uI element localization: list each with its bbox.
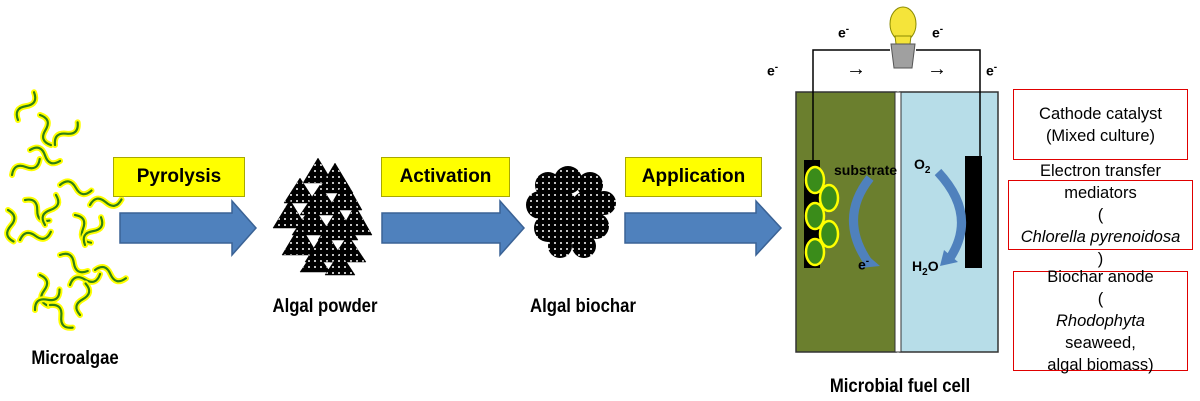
microalgae-cluster-icon bbox=[3, 90, 127, 331]
water-label: H2O bbox=[912, 258, 939, 278]
algal-powder-triangles-icon bbox=[272, 157, 373, 276]
label-microbial-fuel-cell: Microbial fuel cell bbox=[829, 376, 971, 397]
cathode-electrode-icon bbox=[965, 156, 982, 268]
label-algal-powder: Algal powder bbox=[272, 296, 378, 317]
electron-label-top-right: e- bbox=[932, 24, 944, 41]
light-bulb-icon bbox=[889, 6, 917, 69]
anode-electrode-icon bbox=[804, 160, 840, 268]
cathode-reaction-arrow bbox=[934, 168, 966, 266]
info-box-cathode-catalyst: Cathode catalyst (Mixed culture) bbox=[1013, 89, 1188, 160]
info-box-biochar-anode: Biochar anode (Rhodophyta seaweed, algal… bbox=[1013, 268, 1188, 374]
electron-label-left: e- bbox=[767, 62, 779, 79]
algal-biochar-spheres-icon bbox=[526, 166, 616, 258]
substrate-label: substrate bbox=[834, 162, 898, 178]
anode-reaction-arrow bbox=[849, 175, 880, 268]
external-circuit bbox=[812, 49, 981, 160]
arrow-activation bbox=[381, 199, 526, 257]
step-application: Application bbox=[625, 157, 762, 197]
electron-flow-arrow-right: → bbox=[927, 58, 947, 80]
step-pyrolysis: Pyrolysis bbox=[113, 157, 245, 197]
arrow-pyrolysis bbox=[119, 199, 258, 257]
electron-flow-arrow-left: → bbox=[846, 58, 866, 80]
label-microalgae: Microalgae bbox=[31, 348, 119, 369]
membrane bbox=[894, 91, 902, 353]
electron-label-top-left: e- bbox=[838, 24, 850, 41]
arrow-application bbox=[624, 199, 783, 257]
anode-electron-label: e- bbox=[858, 256, 870, 273]
cathode-chamber bbox=[899, 91, 999, 353]
label-algal-biochar: Algal biochar bbox=[530, 296, 636, 317]
info-box-electron-transfer-mediators: Electron transfer mediators (Chlorella p… bbox=[1008, 162, 1193, 268]
step-activation: Activation bbox=[381, 157, 510, 197]
electron-label-right: e- bbox=[986, 62, 998, 79]
oxygen-label: O2 bbox=[914, 156, 931, 176]
